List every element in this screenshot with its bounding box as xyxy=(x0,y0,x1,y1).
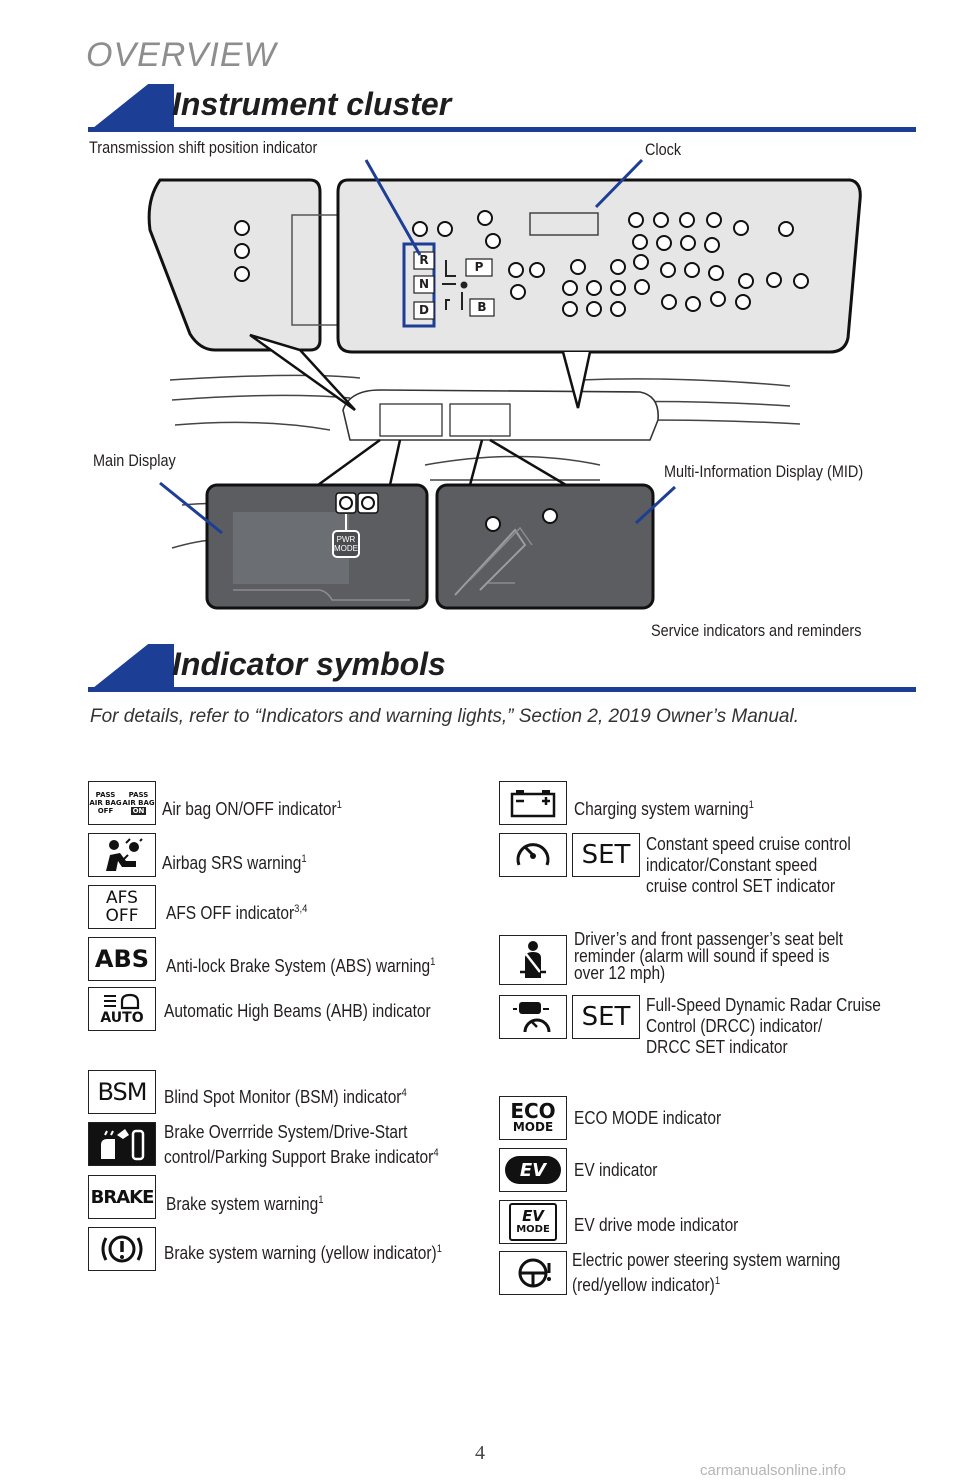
section-rule xyxy=(88,687,916,692)
abs-icon: ABS xyxy=(88,937,156,981)
gear-b: B xyxy=(477,300,487,314)
seatbelt-icon xyxy=(499,935,567,985)
label-afs-off: AFS OFF indicator3,4 xyxy=(166,903,308,923)
section-tab xyxy=(88,644,174,692)
callout-shift-indicator: Transmission shift position indicator xyxy=(89,138,318,157)
label-bsm: Blind Spot Monitor (BSM) indicator4 xyxy=(164,1087,407,1107)
section-rule xyxy=(88,127,916,132)
section-tab xyxy=(88,84,174,132)
label-airbag-srs: Airbag SRS warning1 xyxy=(162,853,307,873)
callout-clock: Clock xyxy=(645,140,682,159)
label-power-steering: Electric power steering system warning(r… xyxy=(572,1250,841,1295)
battery-icon xyxy=(499,781,567,825)
brake-override-icon xyxy=(88,1122,156,1166)
section-title-indicator-symbols: Indicator symbols xyxy=(172,646,446,682)
brake-yellow-icon xyxy=(88,1227,156,1271)
ev-indicator-icon: EV xyxy=(499,1148,567,1192)
label-brake-warning: Brake system warning1 xyxy=(166,1194,324,1214)
cruise-set-icon: SET xyxy=(572,833,640,877)
callout-main-display: Main Display xyxy=(93,451,176,470)
label-ev-drive-mode: EV drive mode indicator xyxy=(574,1215,739,1235)
watermark: carmanualsonline.info xyxy=(700,1462,846,1479)
callout-mid: Multi-Information Display (MID) xyxy=(664,462,864,481)
label-brake-yellow: Brake system warning (yellow indicator)1 xyxy=(164,1243,442,1263)
label-charging: Charging system warning1 xyxy=(574,799,754,819)
intro-text: For details, refer to “Indicators and wa… xyxy=(90,706,799,727)
brake-warning-icon: BRAKE xyxy=(88,1175,156,1219)
page-number: 4 xyxy=(475,1442,485,1464)
label-abs: Anti-lock Brake System (ABS) warning1 xyxy=(166,956,436,976)
overview-heading: OVERVIEW xyxy=(86,36,277,74)
airbag-srs-icon xyxy=(88,833,156,877)
ahb-auto-icon: AUTO xyxy=(88,987,156,1031)
label-seatbelt: Driver’s and front passenger’s seat belt… xyxy=(574,929,844,983)
instrument-cluster-illustration xyxy=(147,158,862,610)
gear-d: D xyxy=(419,303,429,317)
cruise-control-icon xyxy=(499,833,567,877)
label-airbag-on-off: Air bag ON/OFF indicator1 xyxy=(162,799,342,819)
bsm-icon: BSM xyxy=(88,1070,156,1114)
callout-service-indicators: Service indicators and reminders xyxy=(651,621,862,640)
gear-n: N xyxy=(418,277,430,291)
section-title-instrument-cluster: Instrument cluster xyxy=(172,86,452,122)
gear-p: P xyxy=(474,260,484,274)
drcc-set-icon: SET xyxy=(572,995,640,1039)
label-ev: EV indicator xyxy=(574,1160,658,1180)
drcc-icon xyxy=(499,995,567,1039)
label-ahb: Automatic High Beams (AHB) indicator xyxy=(164,1001,431,1021)
gear-r: R xyxy=(419,253,429,267)
power-steering-icon xyxy=(499,1251,567,1295)
label-eco-mode: ECO MODE indicator xyxy=(574,1108,722,1128)
